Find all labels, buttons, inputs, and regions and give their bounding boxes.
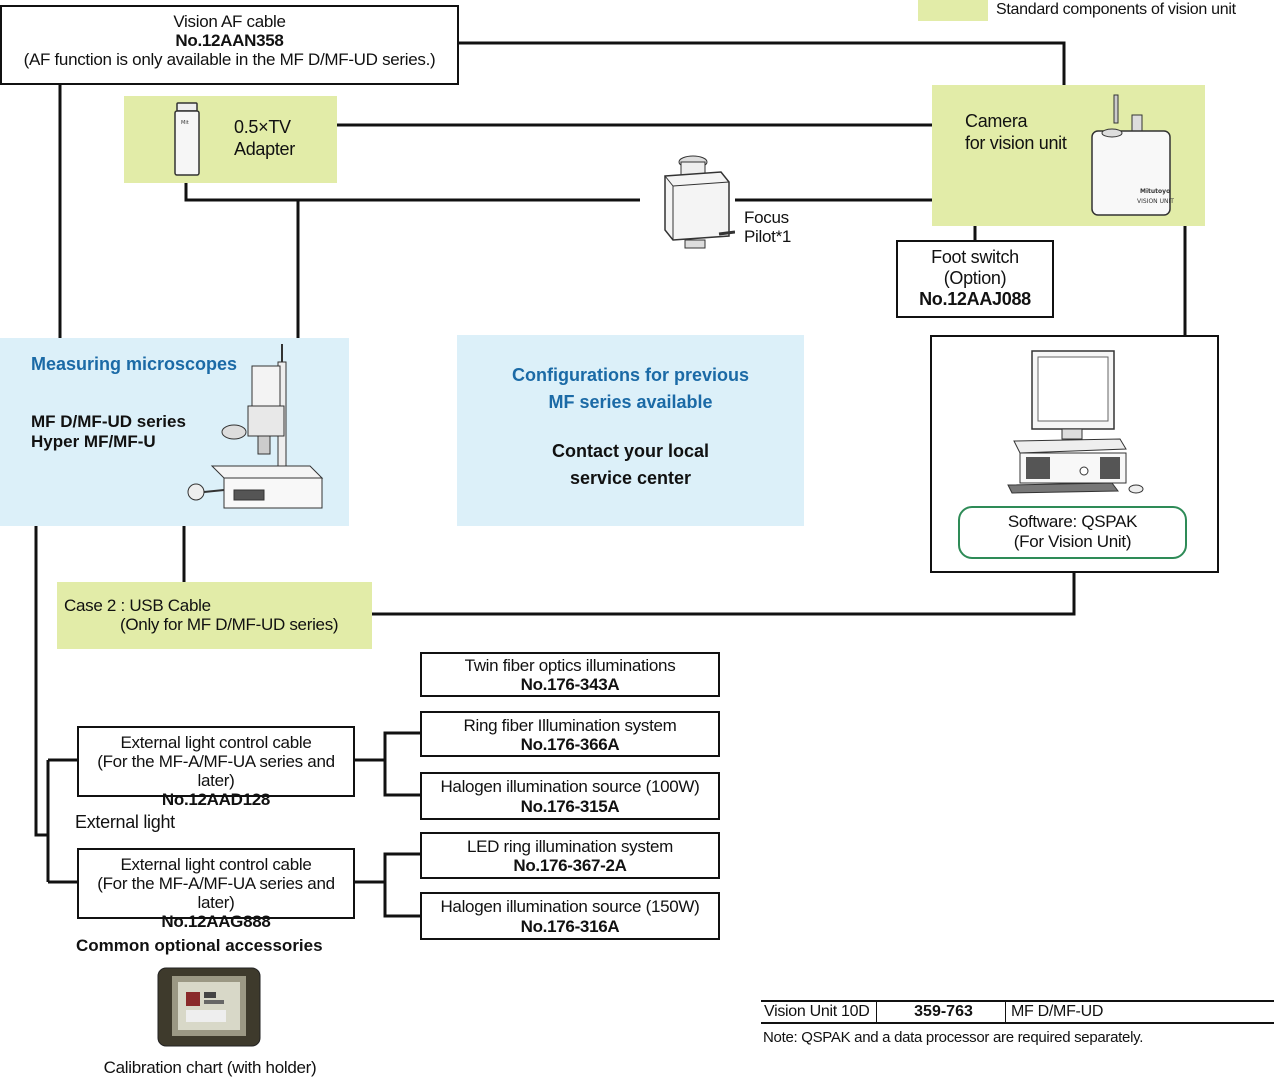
- order-table-divider-2: [1005, 1002, 1006, 1022]
- foot-switch-part-no: No.12AAJ088: [919, 289, 1031, 309]
- foot-switch-line2: (Option): [943, 268, 1007, 288]
- microscopes-heading: Measuring microscopes: [31, 354, 238, 374]
- focus-pilot-icon: [664, 155, 735, 249]
- ext-cable-1-box: External light control cable (For the MF…: [77, 726, 355, 809]
- tv-adapter-box: Mit 0.5×TV Adapter: [124, 96, 337, 183]
- tv-adapter-line1: 0.5×TV: [234, 117, 291, 137]
- af-cable-note: (AF function is only available in the MF…: [23, 50, 436, 70]
- order-table-divider-1: [876, 1002, 877, 1022]
- vision-af-cable-box: Vision AF cable No.12AAN358 (AF function…: [0, 5, 459, 85]
- halogen-150-box: Halogen illumination source (150W) No.17…: [420, 892, 720, 940]
- previous-config-box: Configurations for previous MF series av…: [457, 335, 804, 526]
- computer-icon: [1007, 350, 1144, 494]
- legend-swatch: [918, 0, 988, 21]
- order-table-note: Note: QSPAK and a data processor are req…: [763, 1029, 1144, 1046]
- tv-adapter-label: 0.5×TV Adapter: [234, 116, 295, 160]
- previous-config-contact: Contact your local service center: [457, 438, 804, 492]
- ext-cable-1-line2: (For the MF-A/MF-UA series and later): [97, 752, 335, 790]
- svg-text:Mit: Mit: [181, 120, 189, 126]
- camera-box: Camera for vision unit Mitutoyo VISION U…: [932, 85, 1205, 226]
- halogen-100-box: Halogen illumination source (100W) No.17…: [420, 772, 720, 820]
- focus-pilot-label: Focus Pilot*1: [744, 208, 791, 246]
- camera-icon: Mitutoyo VISION UNIT: [1091, 94, 1174, 216]
- ring-fiber-title: Ring fiber Illumination system: [463, 716, 677, 735]
- calibration-chart-caption: Calibration chart (with holder): [103, 1058, 317, 1077]
- calibration-chart-image: [157, 967, 261, 1047]
- foot-switch-box: Foot switch (Option) No.12AAJ088: [896, 240, 1054, 318]
- order-table: Vision Unit 10D 359-763 MF D/MF-UD: [761, 1000, 1274, 1024]
- ext-cable-2-box: External light control cable (For the MF…: [77, 848, 355, 931]
- focus-pilot-line1: Focus: [744, 208, 789, 227]
- af-cable-title: Vision AF cable: [173, 12, 286, 31]
- twin-fiber-box: Twin fiber optics illuminations No.176-3…: [420, 652, 720, 697]
- previous-config-line2: MF series available: [548, 392, 713, 412]
- twin-fiber-title: Twin fiber optics illuminations: [464, 656, 676, 675]
- software-line2: (For Vision Unit): [1013, 532, 1132, 551]
- camera-brand: Mitutoyo: [1140, 188, 1170, 195]
- camera-line2: for vision unit: [965, 133, 1067, 153]
- af-cable-part-no: No.12AAN358: [175, 31, 284, 51]
- tv-adapter-line2: Adapter: [234, 139, 295, 159]
- order-table-product: Vision Unit 10D: [764, 1003, 870, 1020]
- usb-cable-box: Case 2 : USB Cable (Only for MF D/MF-UD …: [57, 582, 372, 649]
- halogen-100-title: Halogen illumination source (100W): [440, 777, 700, 796]
- led-ring-box: LED ring illumination system No.176-367-…: [420, 832, 720, 879]
- halogen-150-part-no: No.176-316A: [520, 917, 620, 936]
- halogen-100-part-no: No.176-315A: [520, 797, 620, 816]
- camera-model: VISION UNIT: [1137, 198, 1174, 205]
- previous-config-line1: Configurations for previous: [511, 365, 749, 385]
- usb-cable-line2: (Only for MF D/MF-UD series): [120, 615, 339, 634]
- previous-config-heading: Configurations for previous MF series av…: [457, 362, 804, 416]
- ring-fiber-box: Ring fiber Illumination system No.176-36…: [420, 711, 720, 757]
- software-pill: Software: QSPAK (For Vision Unit): [958, 506, 1187, 559]
- microscopes-box: Measuring microscopes MF D/MF-UD series …: [0, 338, 349, 526]
- tv-adapter-icon: Mit: [174, 102, 200, 176]
- microscopes-series2: Hyper MF/MF-U: [31, 432, 156, 451]
- microscope-icon: [187, 344, 324, 509]
- usb-cable-line1: Case 2 : USB Cable: [64, 596, 211, 615]
- pc-box: Software: QSPAK (For Vision Unit): [930, 335, 1219, 573]
- focus-pilot-line2: Pilot*1: [744, 227, 792, 246]
- ext-cable-2-line1: External light control cable: [120, 855, 312, 874]
- order-table-code: 359-763: [914, 1003, 973, 1020]
- led-ring-part-no: No.176-367-2A: [513, 856, 627, 875]
- ext-cable-1-line1: External light control cable: [120, 733, 312, 752]
- foot-switch-line1: Foot switch: [931, 247, 1019, 267]
- previous-config-contact2: service center: [569, 468, 692, 488]
- microscopes-series1: MF D/MF-UD series: [31, 412, 186, 431]
- ring-fiber-part-no: No.176-366A: [520, 735, 620, 754]
- software-line1: Software: QSPAK: [1007, 512, 1138, 531]
- camera-line1: Camera: [965, 111, 1028, 131]
- accessories-heading: Common optional accessories: [76, 936, 323, 955]
- ext-cable-1-part-no: No.12AAD128: [161, 790, 271, 809]
- ext-cable-2-part-no: No.12AAG888: [161, 912, 271, 931]
- external-light-label: External light: [75, 812, 175, 832]
- previous-config-contact1: Contact your local: [551, 441, 710, 461]
- microscopes-series: MF D/MF-UD series Hyper MF/MF-U: [31, 412, 186, 452]
- twin-fiber-part-no: No.176-343A: [520, 675, 620, 694]
- ext-cable-2-line2: (For the MF-A/MF-UA series and later): [97, 874, 335, 912]
- led-ring-title: LED ring illumination system: [466, 837, 674, 856]
- legend-label: Standard components of vision unit: [996, 1, 1236, 18]
- camera-label: Camera for vision unit: [965, 110, 1067, 154]
- halogen-150-title: Halogen illumination source (150W): [440, 897, 700, 916]
- order-table-models: MF D/MF-UD: [1011, 1003, 1104, 1020]
